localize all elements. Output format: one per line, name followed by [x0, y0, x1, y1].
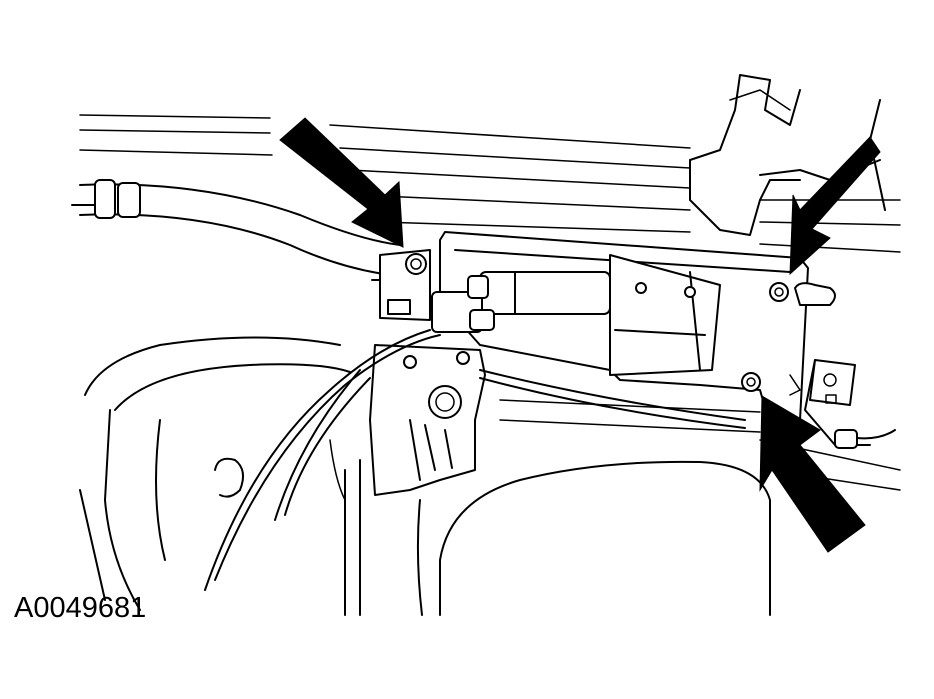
arrow-bottom-right [759, 395, 866, 553]
arrow-top-right [789, 136, 881, 276]
arrow-top-left [279, 117, 404, 248]
latch-assembly [371, 231, 836, 426]
figure-id-label: A0049681 [14, 592, 147, 624]
bolt-upper-left [405, 253, 427, 275]
lower-bracket [369, 344, 486, 496]
upper-right-structure [689, 74, 886, 236]
cables [204, 329, 746, 591]
bolt-upper-right [769, 282, 789, 302]
bolt-lower-right [741, 372, 761, 392]
callout-arrows [279, 117, 881, 553]
right-connector [789, 359, 896, 449]
lower-panel [79, 336, 771, 616]
panel-lines [79, 114, 901, 491]
hose-left [71, 179, 401, 276]
